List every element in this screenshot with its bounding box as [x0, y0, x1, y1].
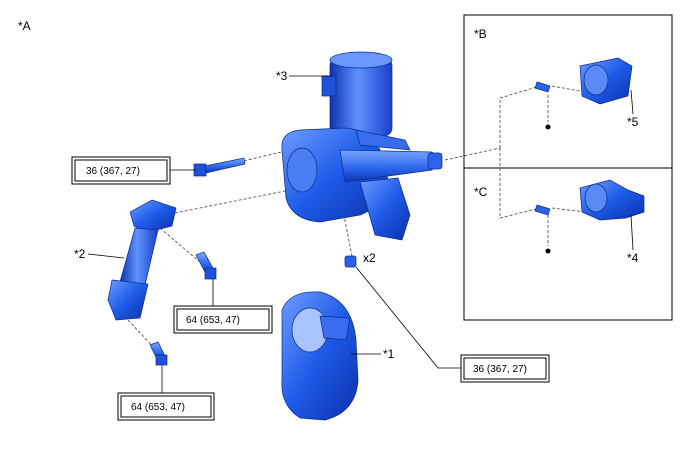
part-label-5: *5 [627, 115, 639, 129]
leader-4 [630, 214, 634, 251]
part-label-4: *4 [627, 251, 639, 265]
torque-box-bottom: 64 (653, 47) [117, 392, 215, 421]
torque-value: 36 (367, 27) [473, 364, 527, 375]
bolt-upper-left [193, 157, 246, 177]
view-label-b: *B [474, 27, 487, 41]
torque-box-upper-left: 36 (367, 27) [71, 156, 171, 185]
inset-c-part-4 [579, 179, 645, 221]
leader-5 [630, 89, 634, 115]
torque-value: 64 (653, 47) [131, 402, 185, 413]
housing-boss [286, 147, 318, 193]
torque-box-middle: 64 (653, 47) [173, 305, 273, 334]
intermediate-shaft [107, 199, 177, 321]
torque-box-lower-right: 36 (367, 27) [460, 354, 550, 383]
quantity-label: x2 [363, 251, 376, 265]
inset-b-screw [534, 81, 551, 93]
part-label-2: *2 [74, 247, 86, 261]
nut-x2 [344, 255, 357, 268]
shaft-tube [119, 227, 159, 286]
leader-torque-lower-right [355, 266, 461, 369]
part-label-3: *3 [276, 69, 288, 83]
bolt-middle [195, 251, 217, 280]
inset-b-dot [545, 124, 551, 130]
tilt-bracket [359, 177, 411, 241]
torque-value: 36 (367, 27) [86, 166, 140, 177]
inset-c-dot [545, 248, 551, 254]
lower-yoke [107, 279, 149, 321]
lever [355, 129, 411, 151]
view-label-a: *A [18, 19, 31, 33]
view-label-c: *C [474, 185, 488, 199]
assembly-lines [127, 85, 586, 353]
bolt-bottom [149, 341, 168, 366]
column-cover [281, 291, 359, 421]
upper-yoke [129, 199, 177, 233]
column-tube [339, 149, 437, 183]
motor-body [329, 57, 393, 137]
cover-body [281, 291, 359, 421]
torque-value: 64 (653, 47) [186, 315, 240, 326]
inset-b-part-5 [579, 57, 633, 105]
leader-2 [87, 253, 125, 259]
shaft-end [427, 152, 443, 170]
motor-connector [321, 75, 337, 97]
steering-column-assembly [281, 51, 443, 241]
part-label-1: *1 [383, 347, 395, 361]
motor-cap [329, 51, 393, 69]
inset-c-screw [534, 204, 551, 216]
